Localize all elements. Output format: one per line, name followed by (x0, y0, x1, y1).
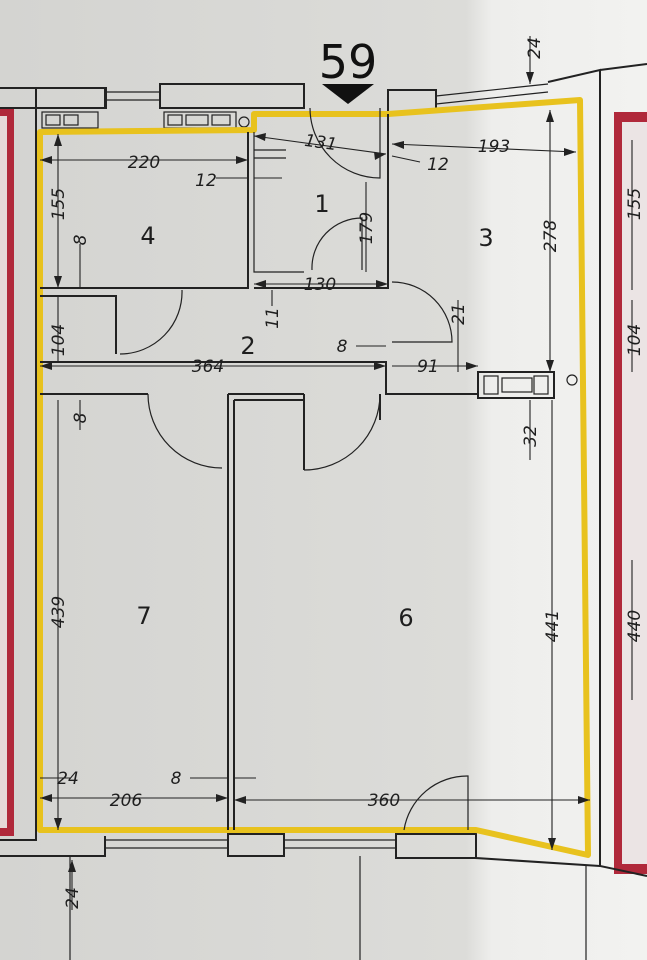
room-label-7: 7 (136, 602, 151, 630)
dimension-lines (40, 36, 633, 910)
dimension-label: 12 (195, 171, 217, 191)
dimension-label: 193 (478, 137, 510, 157)
dimension-label: 104 (49, 324, 69, 356)
dimension-label: 91 (417, 357, 439, 377)
dimension-label: 131 (303, 131, 338, 155)
dimension-label: 8 (337, 337, 348, 357)
dimension-label: 220 (128, 153, 160, 173)
room-label-4: 4 (140, 222, 155, 250)
neighbour-unit-left (0, 108, 14, 836)
dimension-label: 24 (525, 37, 545, 59)
dimension-label: 440 (625, 610, 645, 642)
room-label-2: 2 (240, 332, 255, 360)
dimension-label: 21 (449, 303, 469, 325)
dimension-label: 12 (427, 155, 449, 175)
dimension-label: 439 (49, 596, 69, 628)
interior-walls (40, 114, 578, 830)
apartment-outline (37, 97, 591, 858)
dimension-label: 8 (171, 769, 182, 789)
room-label-1: 1 (314, 190, 329, 218)
door-swings (119, 107, 469, 831)
dimension-label: 11 (263, 307, 283, 329)
dimension-label: 24 (63, 887, 83, 909)
dimension-label: 441 (543, 610, 563, 642)
dimension-label: 8 (71, 234, 91, 245)
dimension-label: 130 (304, 275, 336, 295)
dimension-label: 104 (625, 324, 645, 356)
room-label-3: 3 (478, 224, 493, 252)
dimension-label: 278 (541, 220, 561, 253)
dimension-label: 24 (57, 769, 79, 789)
dimension-label: 364 (192, 357, 224, 377)
dimension-label: 155 (49, 188, 69, 220)
dimension-label: 32 (521, 425, 541, 447)
apartment-number: 59 (319, 35, 378, 89)
neighbour-unit-right (614, 112, 647, 874)
outer-walls (0, 63, 647, 960)
dimension-label: 155 (625, 188, 645, 220)
entrance-marker-icon (322, 84, 374, 104)
dimension-label: 206 (110, 791, 143, 811)
dimension-label: 360 (368, 791, 400, 811)
dimension-arrows (40, 72, 590, 872)
dimension-label: 179 (357, 212, 377, 244)
dimension-label: 8 (71, 412, 91, 423)
room-label-6: 6 (398, 604, 413, 632)
